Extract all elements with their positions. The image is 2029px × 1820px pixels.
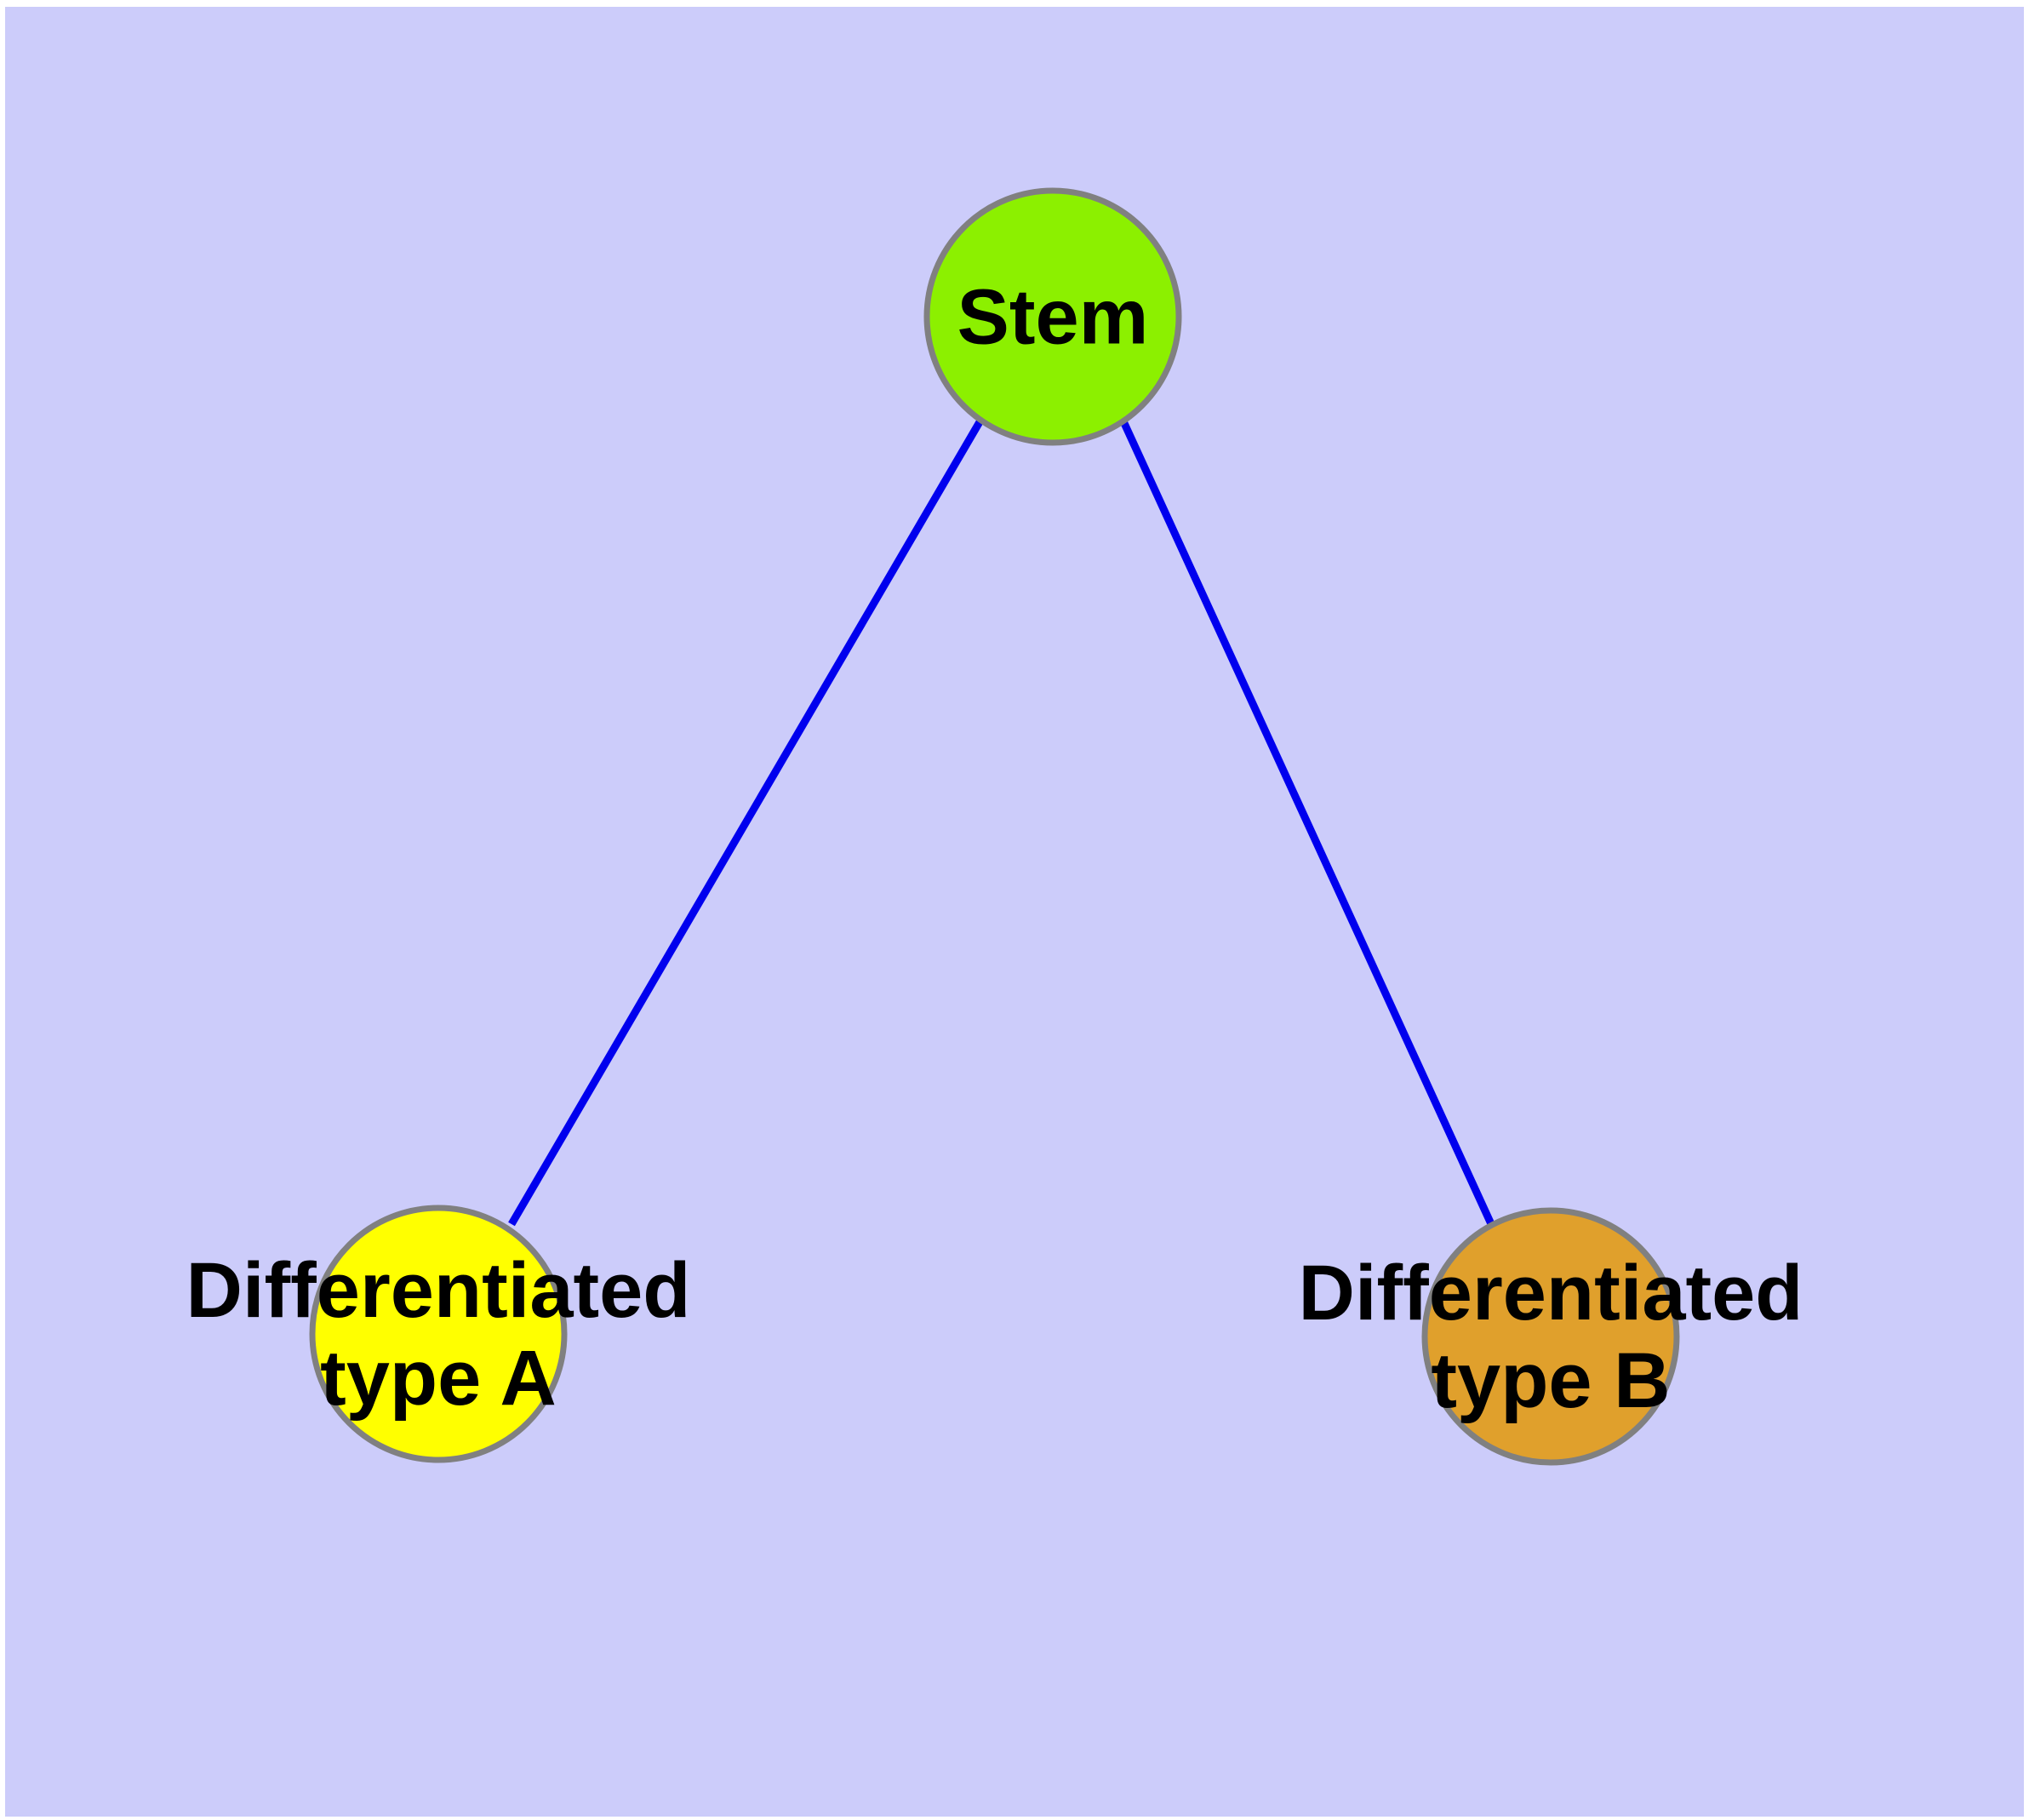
node-label-stem: Stem	[957, 273, 1149, 360]
node-label-line: Differentiated	[1299, 1250, 1803, 1336]
node-label-line: Differentiated	[186, 1247, 691, 1334]
edges-group	[508, 418, 1496, 1228]
graph-edge	[1119, 420, 1496, 1228]
graph-edge	[508, 418, 984, 1227]
node-label-line: type B	[1431, 1337, 1670, 1424]
node-circle-diff_b[interactable]	[1421, 1207, 1680, 1466]
node-label-line: Stem	[957, 273, 1149, 360]
node-circle-diff_a[interactable]	[309, 1205, 568, 1463]
node-label-line: type A	[320, 1335, 557, 1422]
graph-node-stem[interactable]: Stem	[923, 187, 1182, 446]
node-circle-stem[interactable]	[923, 187, 1182, 446]
